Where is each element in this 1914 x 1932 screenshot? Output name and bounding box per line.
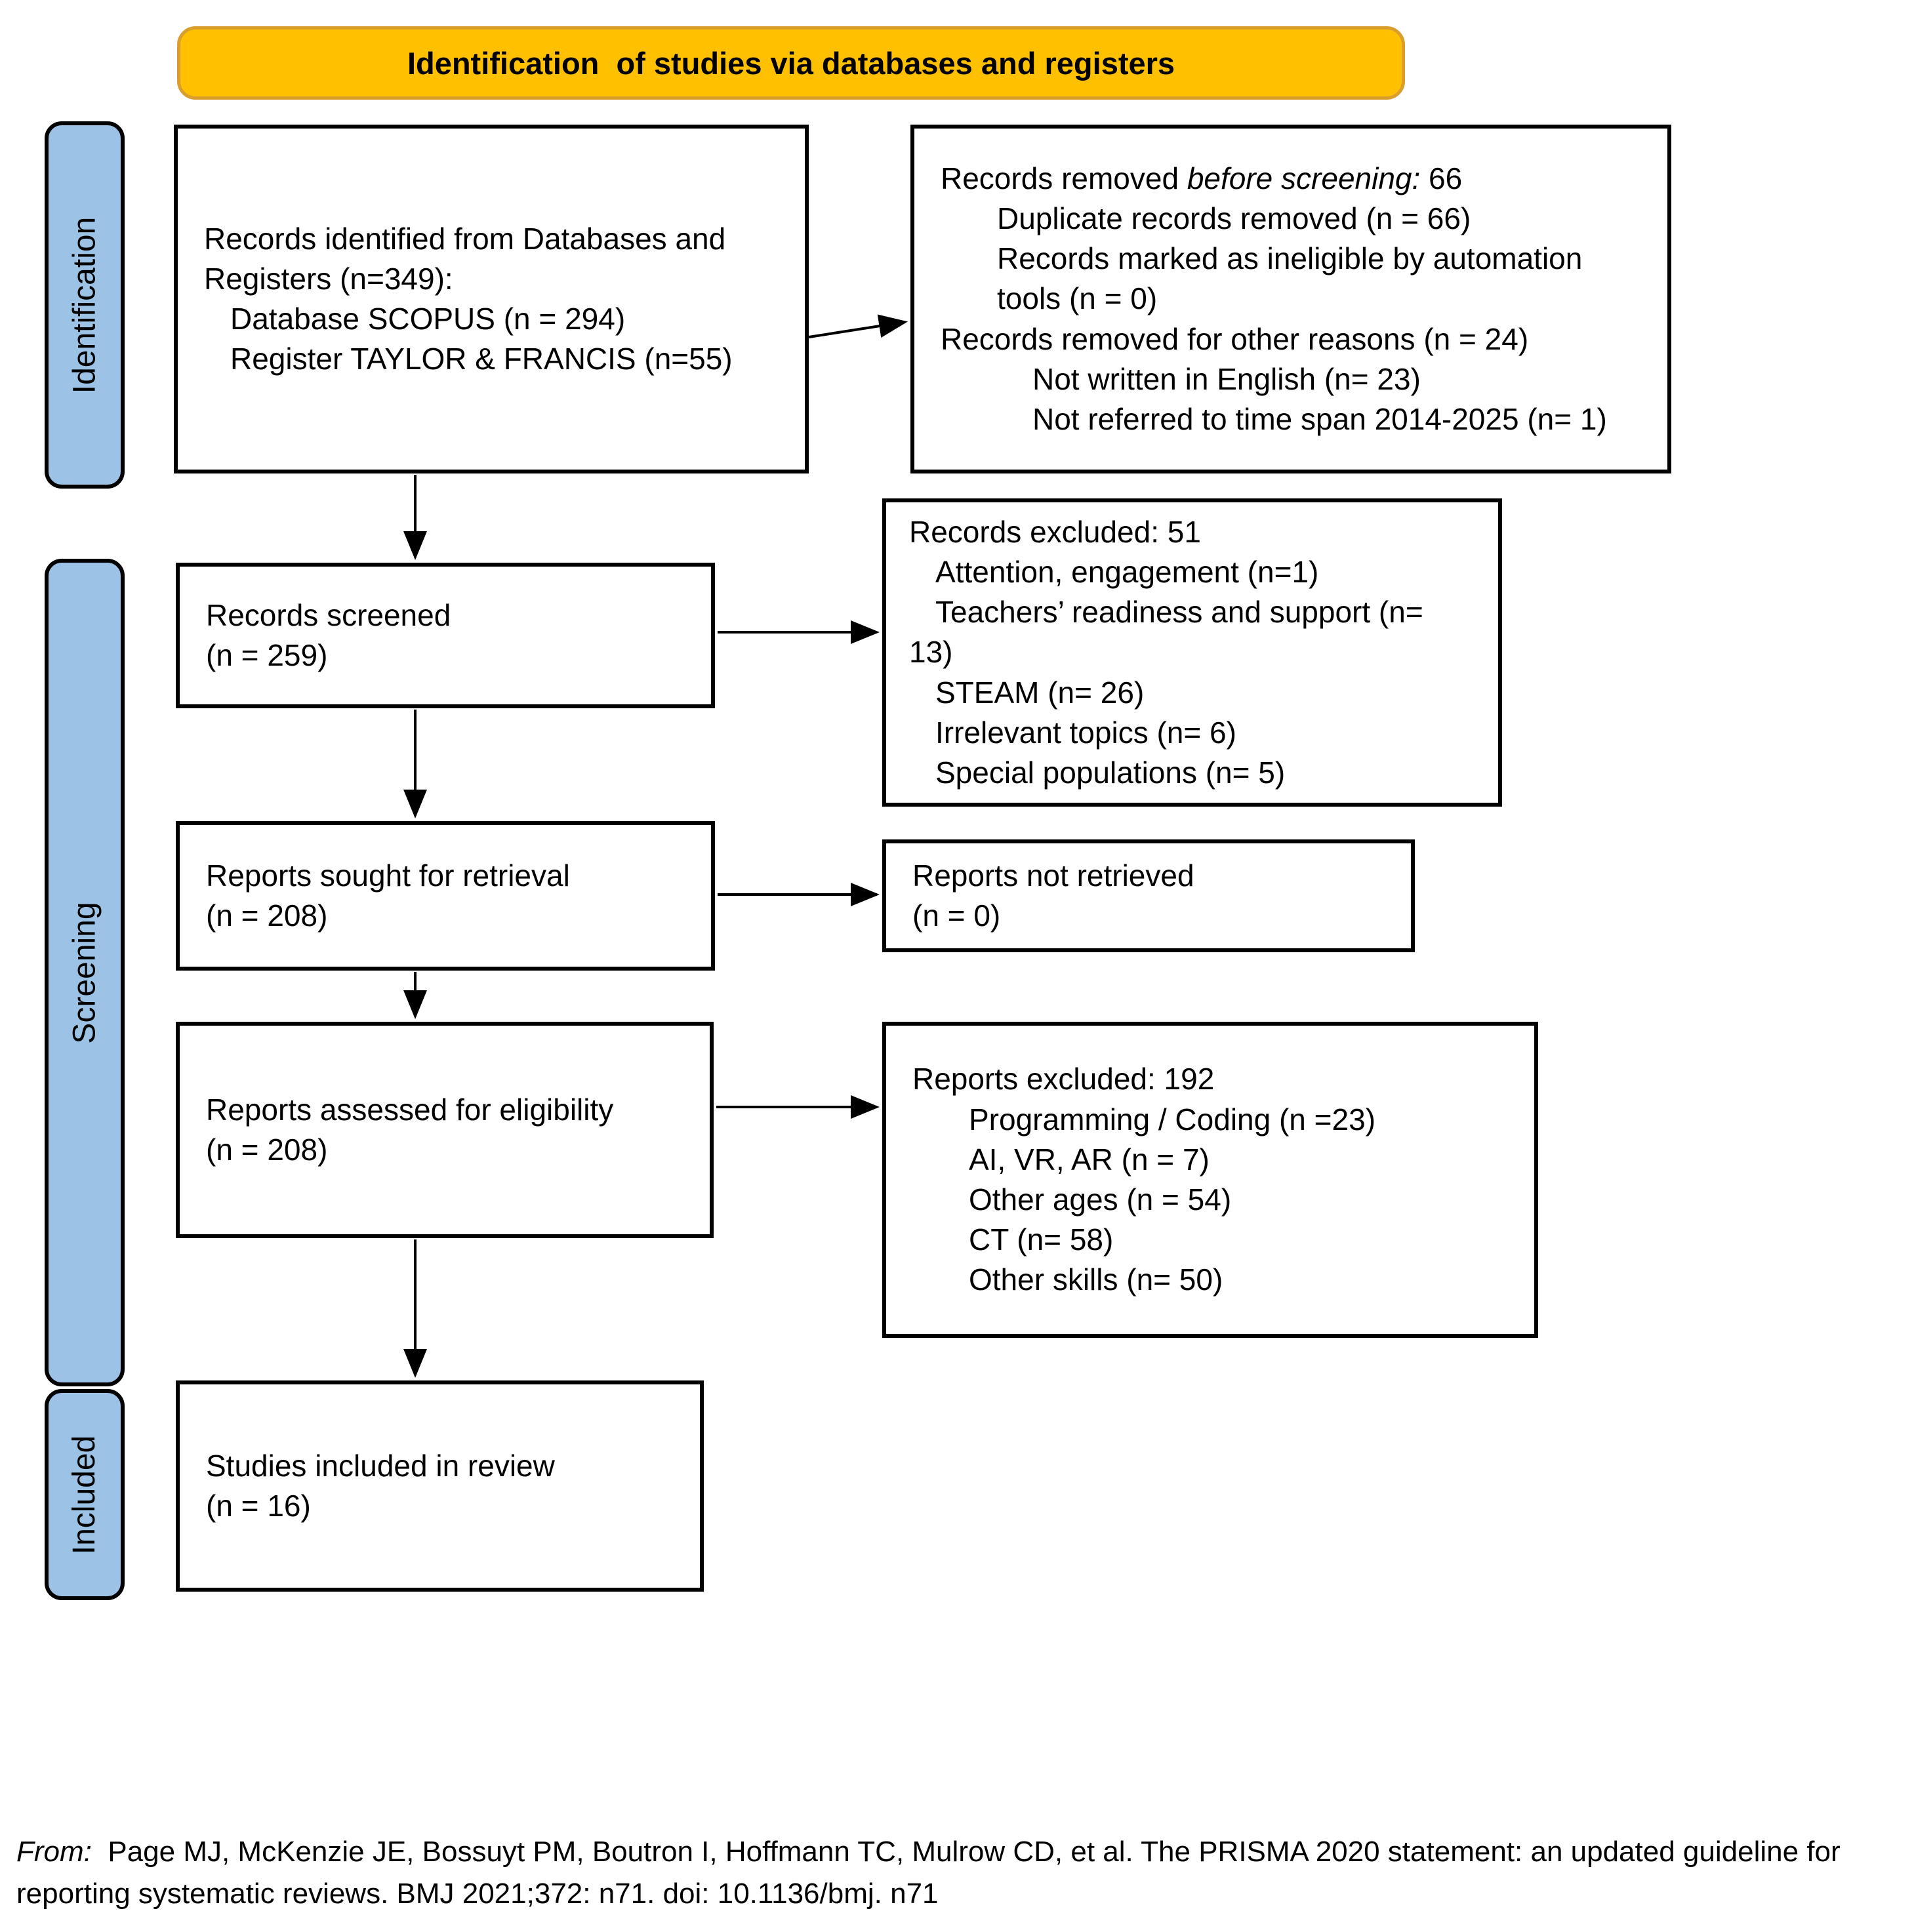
line: Programming / Coding (n =23) [969, 1102, 1376, 1137]
line: Other ages (n = 54) [969, 1182, 1232, 1217]
line: Other skills (n= 50) [969, 1262, 1223, 1297]
line: Attention, engagement (n=1) [935, 555, 1319, 590]
line: Studies included in review [206, 1448, 555, 1483]
box-reports-assessed: Reports assessed for eligibility (n = 20… [176, 1022, 714, 1238]
citation-from-label: From: [16, 1836, 92, 1868]
box-records-screened: Records screened (n = 259) [176, 563, 715, 708]
line: STEAM (n= 26) [935, 675, 1145, 710]
citation-text: Page MJ, McKenzie JE, Bossuyt PM, Boutro… [16, 1836, 1848, 1910]
line: Records excluded: 51 [909, 514, 1201, 549]
box-records-excluded: Records excluded: 51 Attention, engageme… [882, 498, 1502, 807]
line: Reports not retrieved [912, 858, 1194, 893]
line: Records removed for other reasons (n = 2… [941, 321, 1529, 356]
line: (n = 0) [912, 898, 1001, 933]
line: (n = 208) [206, 898, 328, 933]
line: Registers (n=349): [204, 261, 453, 296]
line: Reports excluded: 192 [912, 1062, 1215, 1097]
stage-tab-included-label: Included [67, 1435, 102, 1554]
line: Records removed before screening: 66 [941, 161, 1463, 195]
stage-tab-identification: Identification [45, 121, 125, 489]
line: Register TAYLOR & FRANCIS (n=55) [230, 342, 733, 376]
line: Reports sought for retrieval [206, 858, 570, 893]
box-reports-sought: Reports sought for retrieval (n = 208) [176, 821, 715, 971]
line: AI, VR, AR (n = 7) [969, 1142, 1210, 1177]
stage-tab-identification-label: Identification [67, 216, 102, 393]
line: CT (n= 58) [969, 1222, 1114, 1257]
line: 13) [909, 635, 953, 670]
line: Database SCOPUS (n = 294) [230, 302, 626, 336]
stage-tab-screening-label: Screening [67, 901, 102, 1044]
stage-tab-included: Included [45, 1389, 125, 1600]
box-records-identified: Records identified from Databases and Re… [174, 125, 809, 473]
arrow-identified-to-removed [808, 314, 908, 338]
line: Records marked as ineligible by automati… [997, 241, 1583, 276]
box-reports-excluded: Reports excluded: 192 Programming / Codi… [882, 1022, 1538, 1338]
line: (n = 259) [206, 638, 328, 672]
line: Not referred to time span 2014-2025 (n= … [1032, 401, 1607, 436]
line: Not written in English (n= 23) [1032, 361, 1421, 396]
line: tools (n = 0) [997, 281, 1158, 316]
title-banner-label: Identification of studies via databases … [407, 45, 1175, 81]
line: (n = 16) [206, 1489, 311, 1523]
title-banner: Identification of studies via databases … [177, 26, 1405, 100]
line: Duplicate records removed (n = 66) [997, 201, 1471, 236]
line: Teachers’ readiness and support (n= [935, 595, 1423, 630]
citation: From: Page MJ, McKenzie JE, Bossuyt PM, … [16, 1831, 1904, 1915]
line: Irrelevant topics (n= 6) [935, 715, 1236, 750]
box-records-removed-before-screening: Records removed before screening: 66 Dup… [910, 125, 1671, 473]
line: Records identified from Databases and [204, 221, 726, 256]
line: (n = 208) [206, 1133, 328, 1167]
line: Reports assessed for eligibility [206, 1092, 614, 1127]
stage-tab-screening: Screening [45, 559, 125, 1386]
box-reports-not-retrieved: Reports not retrieved (n = 0) [882, 839, 1415, 952]
line: Records screened [206, 597, 451, 632]
line: Special populations (n= 5) [935, 755, 1286, 790]
box-studies-included: Studies included in review (n = 16) [176, 1380, 704, 1592]
